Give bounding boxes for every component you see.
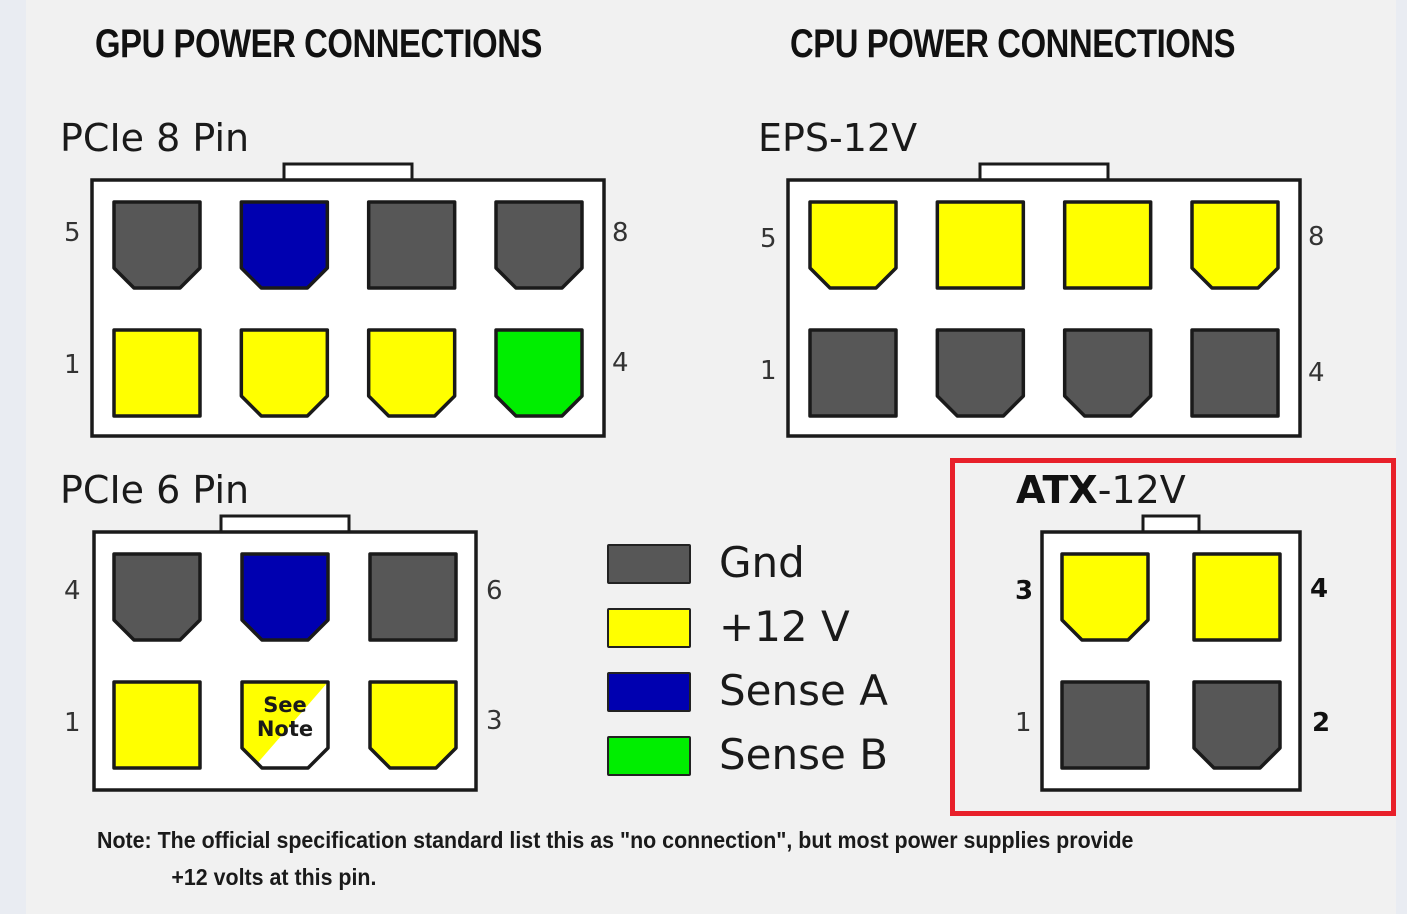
eps12v-connector <box>786 162 1302 438</box>
footnote-line-2: +12 volts at this pin. <box>171 864 377 890</box>
atx12v-title-bold: ATX <box>1016 468 1098 512</box>
legend-label-gnd: Gnd <box>719 538 805 587</box>
eps12v-pin-label-top-right: 8 <box>1308 222 1325 252</box>
legend-label-12v: +12 V <box>719 602 850 651</box>
cpu-heading: CPU POWER CONNECTIONS <box>790 22 1236 66</box>
eps12v-pin-gnd <box>1190 328 1280 418</box>
pcie6-pin-sense-a <box>240 552 330 642</box>
eps12v-pin-v12 <box>808 200 898 290</box>
footnote-line-1: Note: The official specification standar… <box>97 827 1134 853</box>
footnote: Note: The official specification standar… <box>97 822 1250 896</box>
gpu-heading: GPU POWER CONNECTIONS <box>95 22 542 66</box>
eps12v-pin-label-bottom-left: 1 <box>760 356 777 386</box>
pcie8-pin-gnd <box>112 200 202 290</box>
atx12v-connector <box>1040 514 1302 792</box>
pcie8-pin-sense-a <box>239 200 330 290</box>
pcie8-pin-v12 <box>366 328 457 418</box>
atx12v-pin-label-top-right: 4 <box>1310 574 1329 604</box>
pcie8-pin-gnd <box>494 200 584 290</box>
atx12v-pin-label-bottom-right: 2 <box>1312 708 1331 738</box>
pcie6-pin-v12 <box>112 680 202 770</box>
pcie6-pin-v12 <box>368 680 458 770</box>
pcie6-pin-label-top-left: 4 <box>64 576 81 606</box>
pcie8-pin-label-bottom-left: 1 <box>64 350 81 380</box>
pcie6-pin-label-top-right: 6 <box>486 576 503 606</box>
pcie6-title: PCIe 6 Pin <box>60 468 250 512</box>
pcie6-pin-gnd <box>112 552 202 642</box>
eps12v-pin-v12 <box>935 200 1026 290</box>
pcie8-pin-label-top-right: 8 <box>612 218 629 248</box>
legend-label-sense-a: Sense A <box>719 666 888 715</box>
pcie6-pin-gnd <box>368 552 458 642</box>
legend-swatch-gnd <box>607 544 691 584</box>
atx12v-pin-v12 <box>1060 552 1150 642</box>
atx12v-highlight-box <box>950 458 1396 816</box>
pcie8-title: PCIe 8 Pin <box>60 116 250 160</box>
eps12v-title: EPS-12V <box>758 116 918 160</box>
pcie8-connector <box>90 162 606 438</box>
pcie8-pin-v12 <box>239 328 330 418</box>
legend-label-sense-b: Sense B <box>719 730 889 779</box>
atx12v-pin-gnd <box>1192 680 1282 770</box>
atx12v-title: ATX-12V <box>1016 468 1186 512</box>
pcie8-pin-label-bottom-right: 4 <box>612 348 629 378</box>
legend-swatch-sense-b <box>607 736 691 776</box>
eps12v-pin-v12 <box>1190 200 1280 290</box>
see-note-text: Note <box>257 717 313 741</box>
legend-swatch-sense-a <box>607 672 691 712</box>
atx12v-pin-gnd <box>1060 680 1150 770</box>
eps12v-pin-label-bottom-right: 4 <box>1308 358 1325 388</box>
pcie6-pin-label-bottom-left: 1 <box>64 708 81 738</box>
eps12v-pin-gnd <box>1062 328 1153 418</box>
pcie6-pin-label-bottom-right: 3 <box>486 706 503 736</box>
eps12v-pin-label-top-left: 5 <box>760 224 777 254</box>
pcie8-pin-sense-b <box>494 328 584 418</box>
atx12v-pin-label-top-left: 3 <box>1015 576 1034 606</box>
pcie8-pin-gnd <box>366 200 457 290</box>
eps12v-pin-gnd <box>808 328 898 418</box>
atx12v-title-rest: -12V <box>1097 468 1186 512</box>
pcie8-pin-v12 <box>112 328 202 418</box>
eps12v-pin-v12 <box>1062 200 1153 290</box>
atx12v-pin-v12 <box>1192 552 1282 642</box>
see-note-text: See <box>263 693 307 717</box>
pcie8-pin-label-top-left: 5 <box>64 218 81 248</box>
legend-swatch-12v <box>607 608 691 648</box>
atx12v-pin-label-bottom-left: 1 <box>1015 708 1032 738</box>
eps12v-pin-gnd <box>935 328 1026 418</box>
